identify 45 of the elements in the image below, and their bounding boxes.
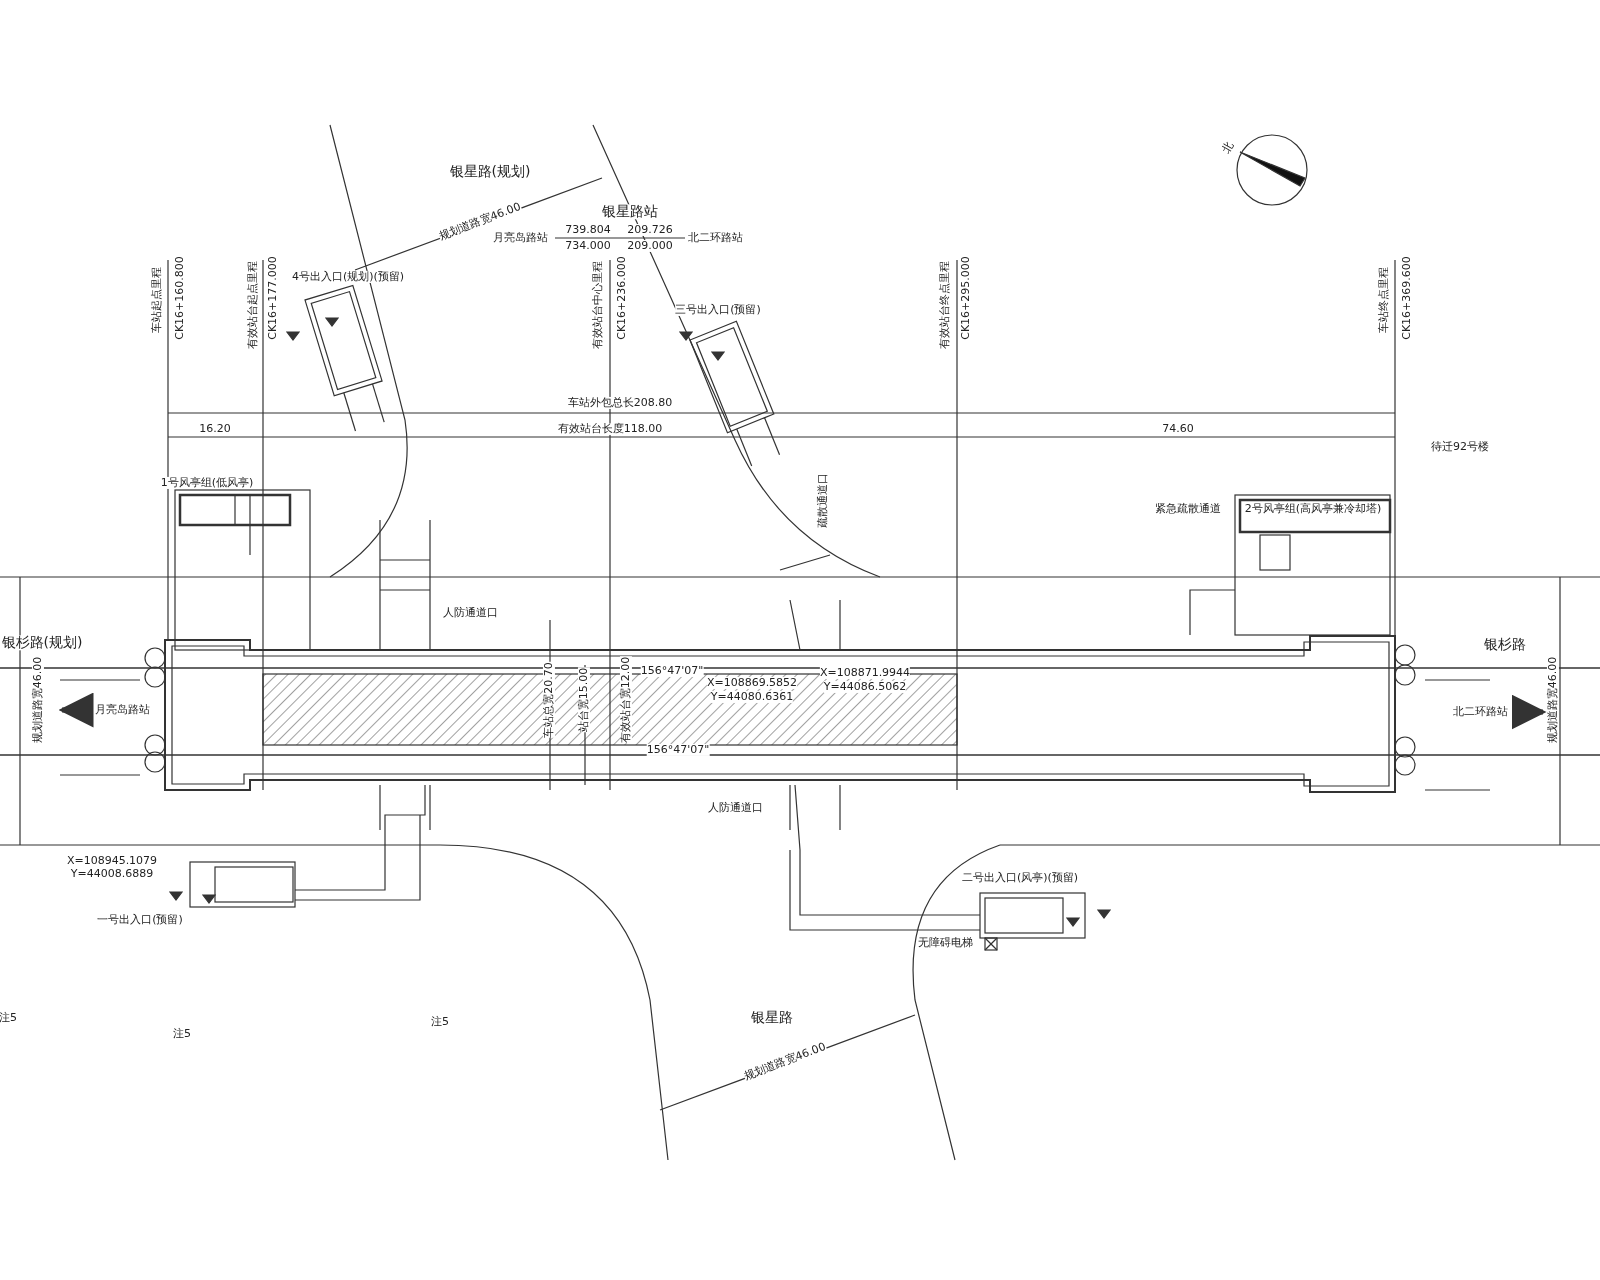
dimension-label: 站台宽15.00 [577,667,591,733]
road-name: 银星路(规划) [449,164,531,180]
road-name: 银杉路(规划) [1,635,83,651]
angle-label: 156°47'07" [640,664,704,678]
passage-label: 疏散通道口 [816,472,830,528]
chainage-label: 有效站台中心里程 [591,261,605,349]
chainage-value: 209.726 [627,223,673,237]
angle-label: 156°47'07" [646,743,710,757]
note-label: 注5 [0,1011,17,1025]
entrance-label: 4号出入口(规划)(预留) [291,270,405,284]
station-name: 银星路站 [602,204,658,220]
note-label: 待迁92号楼 [1431,440,1489,454]
entrance-label: 三号出入口(预留) [675,303,761,317]
dimension-label: 车站总宽20.70 [542,662,556,738]
station-name: 月亮岛路站 [492,231,548,245]
dimension-label: 有效站台宽12.00 [619,656,633,744]
road-name: 银杉路 [1484,637,1526,653]
station-name: 北二环路站 [687,231,743,245]
passage-label: 紧急疏散通道 [1155,502,1221,516]
entrance-label: 一号出入口(预留) [97,913,183,927]
chainage-label: 车站终点里程 [1377,267,1391,333]
station-name: 月亮岛路站 [94,703,150,717]
dimension-label: 规划道路宽46.00 [31,656,45,744]
entrance-label: 二号出入口(风亭)(预留) [961,871,1079,885]
dimension-label: 规划道路宽46.00 [1546,656,1560,744]
north-label: 北 [1220,140,1236,156]
room-label: 2号风亭组(高风亭兼冷却塔) [1244,502,1382,516]
coordinate-label: X=108871.9944 [819,666,911,680]
coordinate-label: X=108869.5852 [706,676,798,690]
dimension-label: 有效站台长度118.00 [557,422,663,436]
coordinate-label: Y=44086.5062 [823,680,907,694]
station-name: 北二环路站 [1452,705,1508,719]
chainage-label: 有效站台起点里程 [246,261,260,349]
note-label: 注5 [431,1015,449,1029]
equipment-label: 无障碍电梯 [917,936,973,950]
note-label: 注5 [173,1027,191,1041]
passage-label: 人防通道口 [707,801,763,815]
coordinate-label: Y=44080.6361 [710,690,794,704]
dimension-label: 车站外包总长208.80 [567,396,673,410]
passage-label: 人防通道口 [442,606,498,620]
chainage-label: 有效站台终点里程 [938,261,952,349]
chainage-value: 209.000 [627,239,673,253]
room-label: 1号风亭组(低风亭) [160,476,254,490]
road-name: 银星路 [751,1010,793,1026]
chainage-label: 车站起点里程 [150,267,164,333]
